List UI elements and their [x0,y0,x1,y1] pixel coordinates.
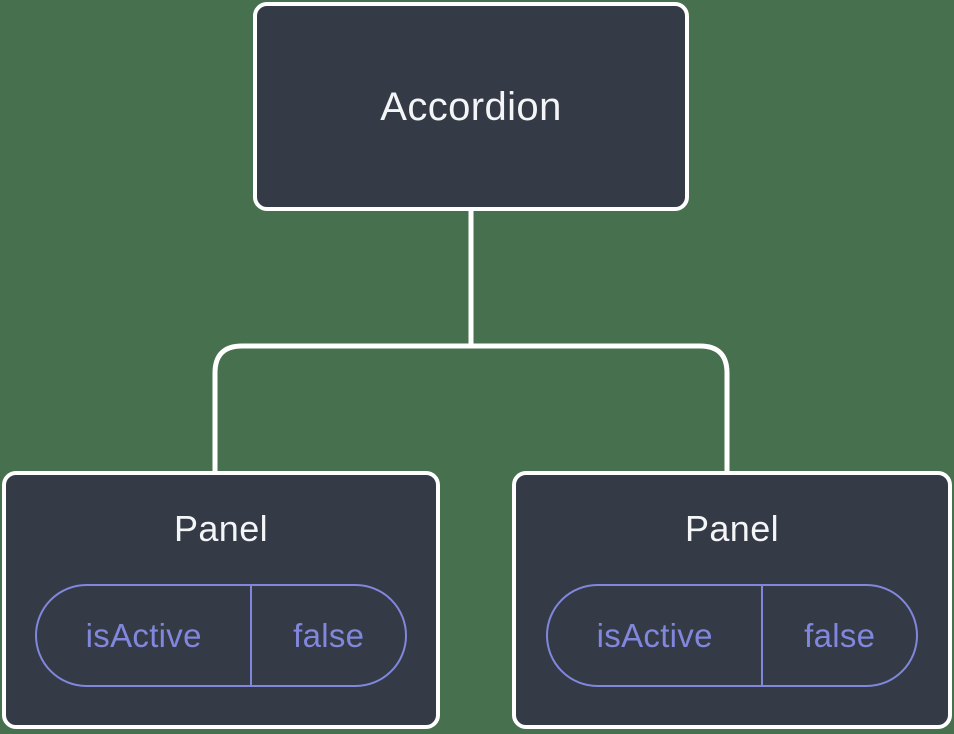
state-key: isActive [548,586,764,686]
state-pill-left: isActive false [35,584,407,688]
node-panel-left: Panel isActive false [2,471,440,729]
node-accordion: Accordion [253,2,689,211]
node-panel-right-label: Panel [684,508,780,549]
connector-branch [212,343,730,474]
node-accordion-label: Accordion [380,84,562,129]
state-value: false [293,616,365,654]
node-panel-left-label: Panel [173,508,269,549]
state-key: isActive [37,586,253,686]
node-panel-right: Panel isActive false [512,471,952,729]
state-pill-right: isActive false [546,584,918,688]
state-value: false [804,616,876,654]
